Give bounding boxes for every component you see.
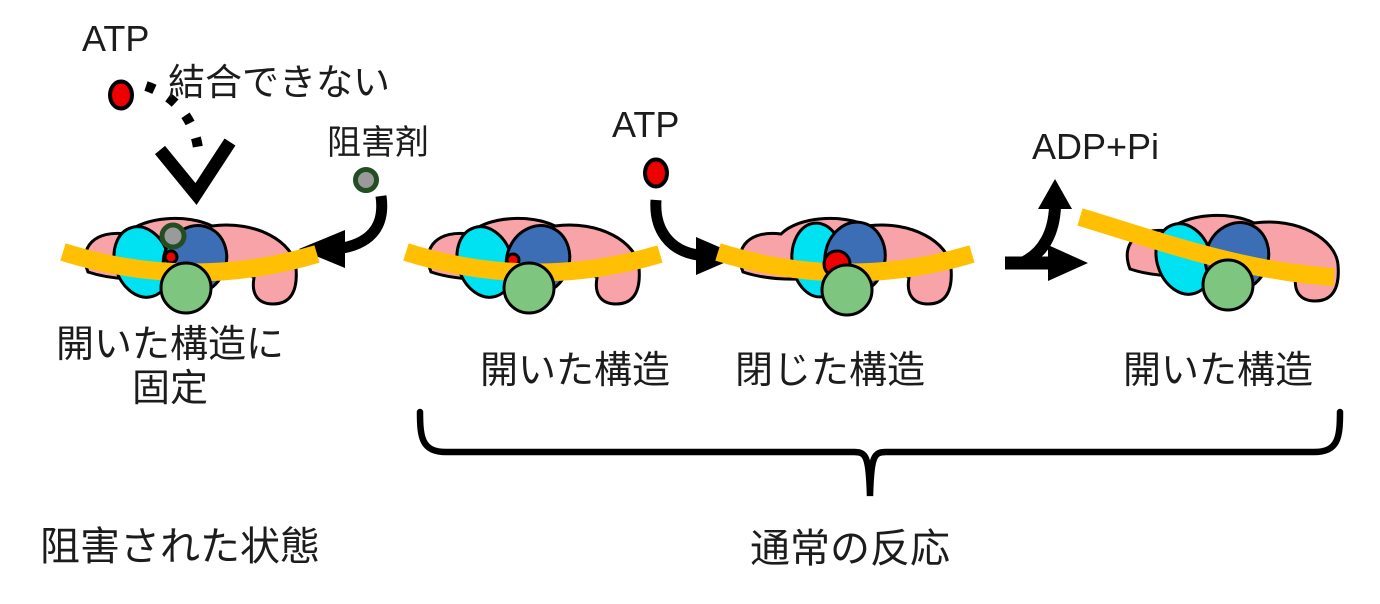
adp-release-arrow (1005, 179, 1088, 281)
atp-label-normal: ATP (612, 104, 680, 145)
protein-complex-open-again (1077, 208, 1340, 312)
green-lobe (159, 261, 213, 315)
normal-reaction-brace (416, 408, 1344, 497)
inhibitor-arrow (299, 195, 388, 268)
inhibitor-icon (353, 167, 379, 193)
state-label-closed: 閉じた構造 (734, 350, 925, 392)
green-lobe (502, 261, 556, 315)
protein-complex-closed (715, 216, 975, 317)
atp-pocket (163, 249, 179, 265)
inhibitor-label: 阻害剤 (327, 124, 429, 162)
actin-filament-tilted (1077, 208, 1335, 286)
green-lobe (820, 263, 874, 317)
atp-icon-inhibited (108, 79, 134, 111)
cannot-bind-label: 結合できない (168, 62, 390, 103)
bound-inhibitor-icon (159, 222, 187, 250)
atp-icon-normal (643, 157, 669, 189)
normal-reaction-label: 通常の反応 (750, 527, 950, 571)
atp-label-inhibited: ATP (82, 18, 150, 59)
green-lobe (1201, 258, 1255, 312)
protein-complex-open (403, 216, 663, 315)
protein-complex-inhibited-open (60, 216, 320, 315)
adp-pi-label: ADP+Pi (1032, 126, 1160, 167)
state-label-locked-open: 開いた構造に 固定 (55, 324, 284, 410)
state-label-open: 開いた構造 (479, 350, 670, 392)
inhibited-state-label: 阻害された状態 (40, 525, 320, 569)
state-label-open-again: 開いた構造 (1122, 350, 1313, 392)
cannot-bind-dashed-arrow (144, 81, 236, 205)
